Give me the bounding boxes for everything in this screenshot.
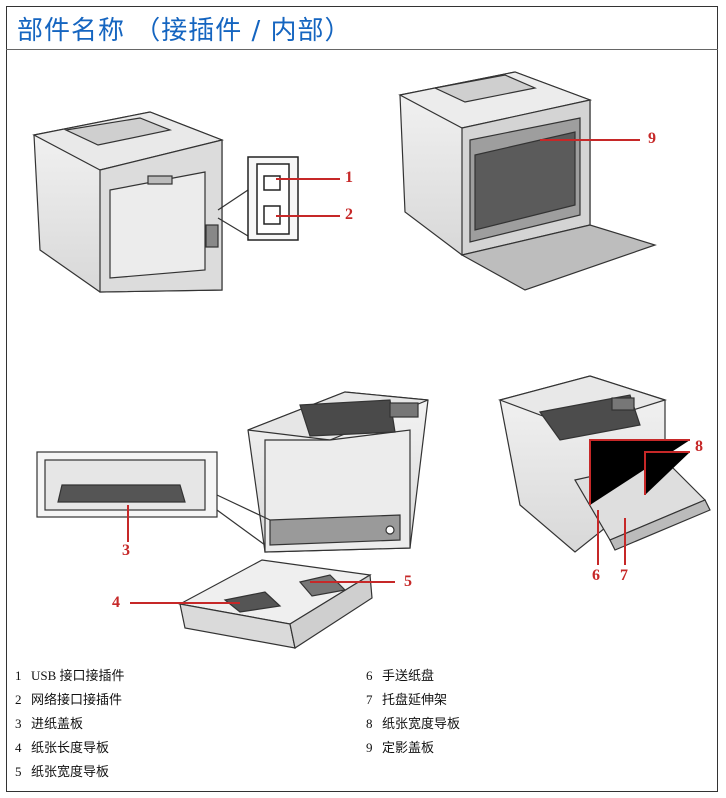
callout-3: 3 (122, 542, 130, 559)
callout-1: 1 (345, 169, 353, 186)
printer-front-illustration (247, 391, 429, 553)
callout-7: 7 (620, 567, 628, 584)
feed-cover-inset (36, 451, 271, 546)
title-divider (6, 49, 718, 50)
callout-9: 9 (648, 130, 656, 147)
paper-tray-illustration (178, 559, 373, 649)
callout-4: 4 (112, 594, 120, 611)
port-inset (247, 156, 299, 241)
printer-rear-illustration (32, 111, 249, 293)
page-title: 部件名称 （接插件 / 内部） (17, 16, 352, 46)
callout-5: 5 (404, 573, 412, 590)
callout-6: 6 (592, 567, 600, 584)
callout-2: 2 (345, 206, 353, 223)
callout-8: 8 (695, 438, 703, 455)
page-frame (6, 6, 718, 792)
printer-open-fuser-illustration (398, 71, 657, 291)
